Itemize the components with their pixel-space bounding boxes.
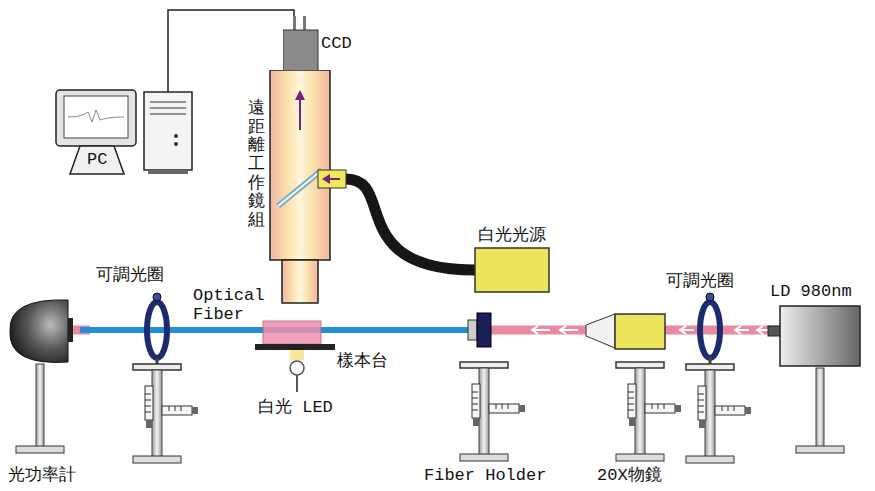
long-working-distance-lens-tube-shape [299,98,301,130]
node-label: 遠距離工作鏡組 [248,100,265,231]
white-light-source: 白光光源 [472,226,564,296]
white-light-source-shape [475,248,549,292]
computer-shape [144,92,192,170]
ccd-camera-shape [283,30,318,72]
ccd-camera-shape [303,16,306,30]
power-meter [10,300,68,363]
computer-shape [52,84,202,179]
light-guide-fiber [346,179,475,270]
optical-setup-illustration [700,293,720,364]
long-working-distance-lens-tube-shape [270,70,330,260]
node-label: LD 980nm [770,282,852,302]
long-working-distance-lens-tube-shape [278,170,322,206]
long-working-distance-lens-tube-shape [282,260,318,303]
computer-shape [148,170,188,174]
beam-direction-arrows [680,326,694,334]
sample-stage [255,321,335,392]
node-label: CCD [321,34,352,54]
sample-stage [263,321,321,344]
optical-setup-illustration [460,362,525,461]
sample-stage [255,344,335,350]
objective-lens [586,314,615,348]
part-label: 光功率計 [8,466,76,486]
laser-diode-stand [768,326,781,336]
power-meter [36,364,44,448]
laser-diode-980nm: LD 980nm [768,280,868,370]
computer-shape [64,96,128,138]
computer-shape [56,90,136,146]
objective-lens [586,314,665,349]
laser-beam [490,326,590,335]
laser-diode-stand [796,446,844,453]
laser-beam [665,326,782,335]
long-working-distance-lens-tube-shape [318,170,346,188]
fiber-holder [477,313,491,347]
power-meter [10,300,73,453]
computer-shape [174,134,178,138]
part-label: 可調光圈 [96,266,164,286]
computer-shape [150,114,186,115]
ccd-camera-shape [293,16,296,30]
part-label: 可調光圈 [666,272,734,292]
power-meter [68,318,73,342]
computer-shape [150,108,186,109]
fiber-holder [468,313,491,347]
node-label: 白光光源 [478,226,546,246]
optical-setup-illustration [147,293,167,364]
ccd-camera: CCD [283,16,363,72]
computer: PC [52,84,202,179]
long-working-distance-lens-tube-shape [278,170,322,206]
long-working-distance-lens-tube-shape [322,174,330,184]
optical-setup-illustration [686,364,751,463]
long-working-distance-lens-tube-shape [295,90,305,100]
part-label: Fiber Holder [424,466,546,486]
optical-setup-illustration [133,364,198,463]
computer-shape [68,110,124,122]
beam-direction-arrows [560,326,578,334]
part-label: 樣本台 [337,352,388,372]
computer-shape [70,146,124,174]
optical-setup-illustration [616,362,681,461]
part-label: Optical Fiber [193,286,271,324]
computer-shape [150,102,186,103]
part-label: 20X物鏡 [597,466,662,486]
beam-direction-arrows [532,326,550,334]
fiber-holder [468,320,477,340]
long-working-distance-lens-tube: 遠距離工作鏡組 [246,70,350,304]
sample-stage [290,361,304,375]
computer-shape [174,142,178,146]
laser-diode-980nm-shape [780,306,860,366]
power-meter [16,446,64,453]
node-label: PC [87,150,107,170]
part-label: 白光 LED [258,398,333,418]
laser-diode-stand [816,368,824,448]
sample-stage [296,375,298,392]
objective-lens [615,314,665,349]
beam-direction-arrows [735,326,749,334]
